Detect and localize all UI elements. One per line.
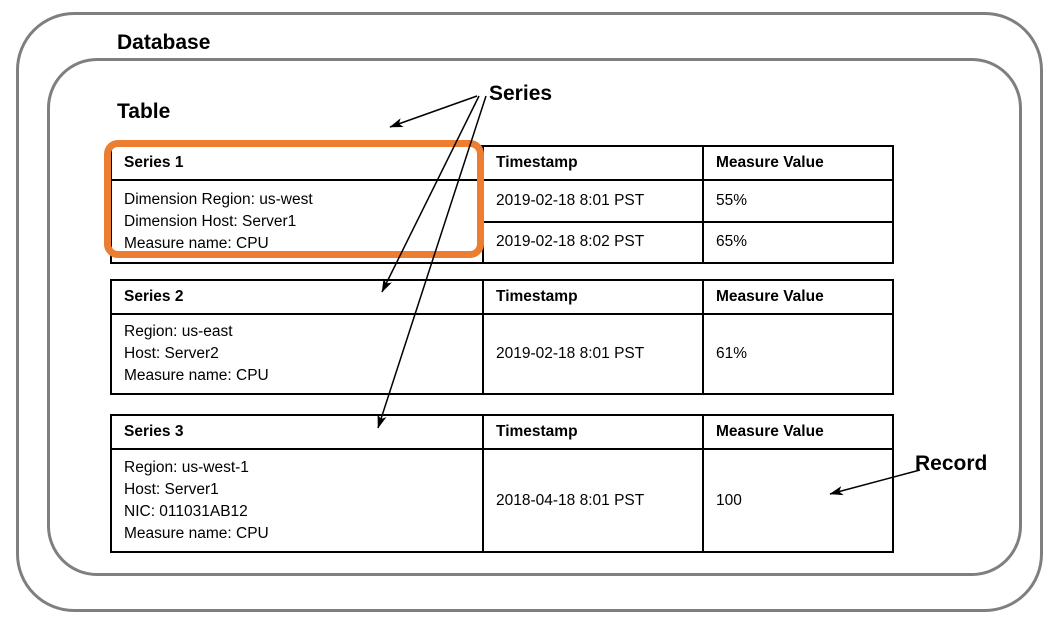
timestamp-header-2: Timestamp	[484, 281, 704, 313]
records-stack-1: 2019-02-18 8:01 PST 55% 2019-02-18 8:02 …	[484, 181, 892, 262]
series-attribute: Region: us-west-1	[124, 458, 249, 476]
record-timestamp: 2019-02-18 8:01 PST	[484, 315, 704, 393]
series-attribute: Region: us-east	[124, 323, 233, 340]
series-attribute: Host: Server1	[124, 480, 219, 498]
record-timestamp: 2019-02-18 8:02 PST	[484, 222, 704, 262]
series-attributes-1: Dimension Region: us-west Dimension Host…	[112, 181, 484, 262]
table-container	[47, 58, 1022, 576]
series-attributes-2: Region: us-east Host: Server2 Measure na…	[112, 315, 484, 393]
series-table-2: Series 2 Timestamp Measure Value Region:…	[110, 279, 894, 395]
table-label: Table	[117, 100, 171, 123]
database-label: Database	[117, 31, 211, 54]
timestamp-header-1: Timestamp	[484, 147, 704, 179]
measure-value-header-1: Measure Value	[716, 154, 824, 171]
series-table-3-body-row: Region: us-west-1 Host: Server1 NIC: 011…	[112, 450, 892, 551]
records-stack-3: 2018-04-18 8:01 PST 100	[484, 450, 892, 551]
record-measure-value: 65%	[716, 233, 748, 251]
series-table-2-body-row: Region: us-east Host: Server2 Measure na…	[112, 315, 892, 393]
series-table-1-header-row: Series 1 Timestamp Measure Value	[112, 147, 892, 181]
series-name-1: Series 1	[112, 147, 484, 179]
series-attribute: Measure name: CPU	[124, 234, 269, 252]
series-attribute: Host: Server2	[124, 345, 219, 362]
series-attribute: Dimension Region: us-west	[124, 190, 313, 208]
table-row: 2019-02-18 8:02 PST 65%	[484, 220, 892, 262]
table-row: 2019-02-18 8:01 PST 61%	[484, 315, 892, 393]
series-attribute: Dimension Host: Server1	[124, 212, 297, 230]
record-measure-value: 61%	[716, 345, 748, 362]
timestamp-header-3: Timestamp	[484, 416, 704, 448]
records-stack-2: 2019-02-18 8:01 PST 61%	[484, 315, 892, 393]
record-annotation-label: Record	[915, 452, 988, 475]
table-row: 2018-04-18 8:01 PST 100	[484, 450, 892, 551]
measure-value-header-2: Measure Value	[716, 288, 824, 305]
series-table-2-header-row: Series 2 Timestamp Measure Value	[112, 281, 892, 315]
table-row: 2019-02-18 8:01 PST 55%	[484, 181, 892, 221]
record-measure-value: 55%	[716, 191, 748, 209]
record-timestamp: 2018-04-18 8:01 PST	[484, 450, 704, 551]
series-name-2: Series 2	[112, 281, 484, 313]
record-measure-value: 100	[716, 491, 742, 509]
series-table-1: Series 1 Timestamp Measure Value Dimensi…	[110, 145, 894, 264]
series-table-3-header-row: Series 3 Timestamp Measure Value	[112, 416, 892, 450]
series-table-3: Series 3 Timestamp Measure Value Region:…	[110, 414, 894, 553]
series-table-1-body-row: Dimension Region: us-west Dimension Host…	[112, 181, 892, 262]
series-attributes-3: Region: us-west-1 Host: Server1 NIC: 011…	[112, 450, 484, 551]
series-attribute: NIC: 011031AB12	[124, 502, 248, 520]
series-annotation-label: Series	[489, 82, 553, 105]
record-timestamp: 2019-02-18 8:01 PST	[484, 181, 704, 221]
series-attribute: Measure name: CPU	[124, 367, 269, 384]
measure-value-header-3: Measure Value	[716, 423, 824, 440]
series-attribute: Measure name: CPU	[124, 524, 269, 542]
series-name-3: Series 3	[112, 416, 484, 448]
database-container	[16, 12, 1043, 612]
